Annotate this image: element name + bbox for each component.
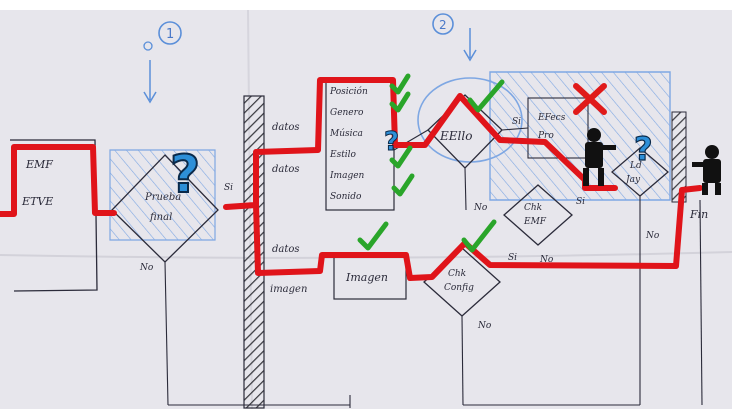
node-emf-line-1: Chk [524, 203, 542, 213]
feature-3: Música [329, 128, 363, 139]
svg-text:2: 2 [439, 18, 447, 32]
svg-text:?: ? [170, 145, 200, 205]
node-emf-yes: Si [576, 197, 585, 207]
node-ok-yes: Si [508, 253, 517, 263]
node-emf-line-2: EMF [523, 217, 547, 227]
decision-test-yes: Si [224, 183, 233, 193]
decision-test-line-2: final [149, 212, 172, 223]
label-datos-top-1: datos [272, 122, 300, 133]
node-final-line-2: Jay [624, 175, 641, 185]
hatched-bar [244, 96, 264, 408]
svg-text:1: 1 [166, 27, 174, 42]
image-box-label: Imagen [345, 271, 388, 284]
svg-text:?: ? [634, 130, 653, 168]
label-datos-bottom-1: datos [272, 244, 300, 255]
label-imagen-bottom: imagen [270, 284, 307, 295]
node-elli-no: No [473, 203, 488, 213]
error-box-line-1: EFecs [537, 113, 566, 123]
svg-text:?: ? [384, 127, 399, 157]
start-box-line-2: ETVE [21, 195, 53, 208]
feature-2: Genero [330, 108, 364, 118]
node-ok-line-2: Config [444, 283, 474, 293]
start-box-line-1: EMF [25, 158, 53, 171]
node-ok-line-1: Chk [448, 269, 466, 279]
decision-test-no: No [139, 263, 154, 273]
feature-5: Imagen [329, 171, 365, 181]
node-elli-label: EEllo [439, 129, 472, 143]
feature-6: Sonido [330, 192, 362, 202]
feature-1: Posición [329, 86, 368, 97]
label-datos-top-2: datos [272, 164, 300, 175]
node-elli-yes: Si [512, 117, 521, 127]
end-label: Fin [689, 208, 708, 221]
feature-4: Estilo [329, 150, 357, 160]
node-final-no: No [645, 231, 660, 241]
node-ok-no: No [477, 321, 492, 331]
